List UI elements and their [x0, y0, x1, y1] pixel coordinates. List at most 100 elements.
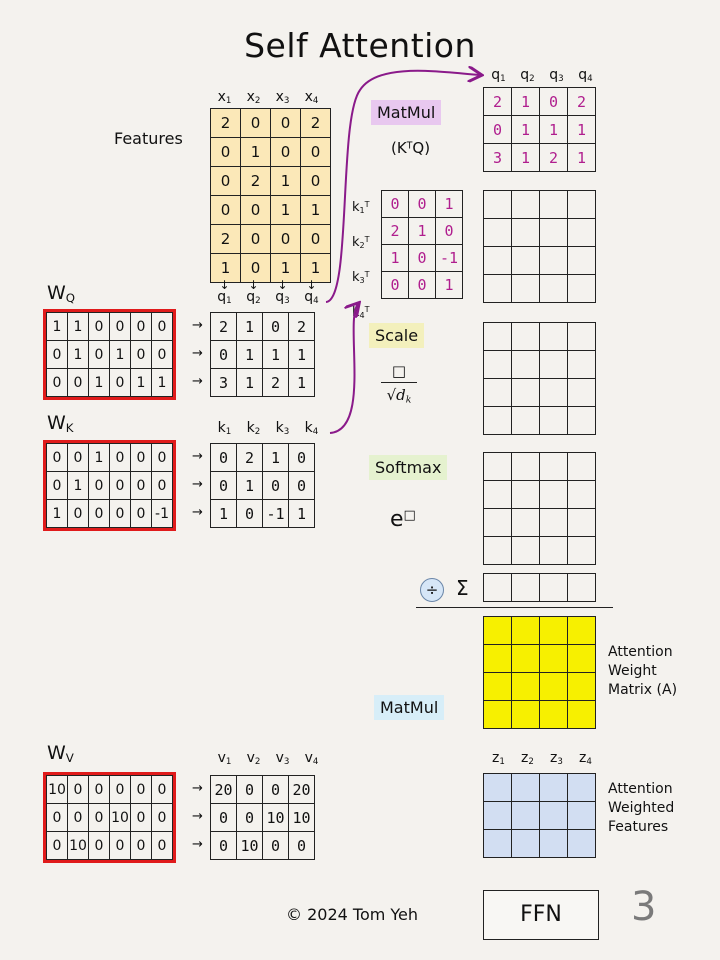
- ktq-cell: [539, 218, 568, 247]
- weighted-features-label: Attention Weighted Features: [608, 780, 674, 837]
- scaled-cell: [511, 406, 540, 435]
- k-header: k1: [217, 420, 232, 438]
- weighted-label-line: Attention: [608, 781, 673, 797]
- feature-cell: 2: [240, 166, 271, 196]
- q-header: ↓q2: [246, 278, 261, 307]
- wk-cell: 0: [151, 471, 173, 500]
- kt-label: k1T: [352, 200, 370, 216]
- q-cell: 2: [288, 312, 315, 341]
- matmul-tag: MatMul: [371, 100, 442, 125]
- feature-cell: 0: [300, 224, 331, 254]
- matmul2-tag: MatMul: [374, 695, 445, 720]
- attention-weight-label: Attention Weight Matrix (A): [608, 643, 677, 700]
- attention-cell: [511, 700, 540, 729]
- page-title: Self Attention: [244, 26, 476, 65]
- z-header: z2: [521, 750, 534, 768]
- sum-cell: [483, 573, 512, 602]
- z-headers: z1 z2 z3 z4: [484, 750, 600, 767]
- scaled-row: [483, 378, 596, 407]
- v-cell: 10: [288, 803, 315, 832]
- wk-cell: 0: [130, 499, 152, 528]
- feature-cell: 1: [270, 195, 301, 225]
- v-cell: 0: [262, 775, 289, 804]
- v-cell: 0: [288, 831, 315, 860]
- ffn-button[interactable]: FFN: [483, 890, 599, 940]
- kt-cell: 1: [435, 271, 463, 299]
- attention-cell: [567, 616, 596, 645]
- attention-cell: [483, 672, 512, 701]
- wk-arrows: →→→: [192, 449, 203, 520]
- softmax-grid: [483, 452, 596, 565]
- v-headers: v1 v2 v3 v4: [210, 750, 326, 767]
- q-cell: 1: [236, 368, 263, 397]
- x-header: x4: [304, 89, 319, 107]
- k-cell: 0: [288, 471, 315, 500]
- top-q-headers: q1 q2 q3 q4: [484, 67, 600, 84]
- ktq-cell: [511, 274, 540, 303]
- softmax-row: [483, 536, 596, 565]
- k-cell: -1: [262, 499, 289, 528]
- scaled-cell: [511, 350, 540, 379]
- attention-cell: [511, 672, 540, 701]
- v-header: v1: [217, 750, 232, 768]
- kt-cell: 0: [408, 244, 436, 272]
- sum-cell: [567, 573, 596, 602]
- exp-label: e□: [390, 507, 416, 532]
- wk-label: WK: [47, 412, 74, 435]
- scaled-cell: [567, 406, 596, 435]
- feature-cell: 1: [270, 253, 301, 283]
- feature-cell: 2: [300, 108, 331, 138]
- attention-cell: [539, 700, 568, 729]
- z-cell: [567, 829, 596, 858]
- x-header: x1: [217, 89, 232, 107]
- ktq-result-grid: [483, 190, 596, 303]
- k-to-kt-arrow: [329, 304, 358, 434]
- ktq-cell: [539, 274, 568, 303]
- wk-cell: -1: [151, 499, 173, 528]
- page-number: 3: [631, 884, 657, 930]
- z-header: z4: [579, 750, 592, 768]
- wv-cell: 0: [151, 831, 173, 860]
- scale-formula: □ √dk: [381, 360, 417, 412]
- k-cell: 1: [262, 443, 289, 472]
- ktq-row: [483, 190, 596, 219]
- wv-label: WV: [47, 742, 74, 765]
- attn-label-line: Attention: [608, 644, 673, 660]
- kt-cell: -1: [435, 244, 463, 272]
- softmax-cell: [483, 480, 512, 509]
- top-q-cell: 1: [539, 115, 568, 144]
- v-header: v3: [275, 750, 290, 768]
- ktq-row: [483, 274, 596, 303]
- wv-cell: 0: [46, 831, 68, 860]
- top-q-cell: 1: [511, 87, 540, 116]
- scaled-row: [483, 322, 596, 351]
- k-headers: k1 k2 k3 k4: [210, 420, 326, 437]
- x-headers: x1 x2 x3 x4: [210, 89, 326, 106]
- matmul-subtitle: (KTQ): [391, 139, 431, 157]
- softmax-tag: Softmax: [369, 455, 448, 480]
- scaled-row: [483, 406, 596, 435]
- feature-cell: 0: [240, 108, 271, 138]
- k-cell: 1: [236, 471, 263, 500]
- wv-cell: 0: [151, 775, 173, 804]
- wq-cell: 1: [151, 368, 173, 397]
